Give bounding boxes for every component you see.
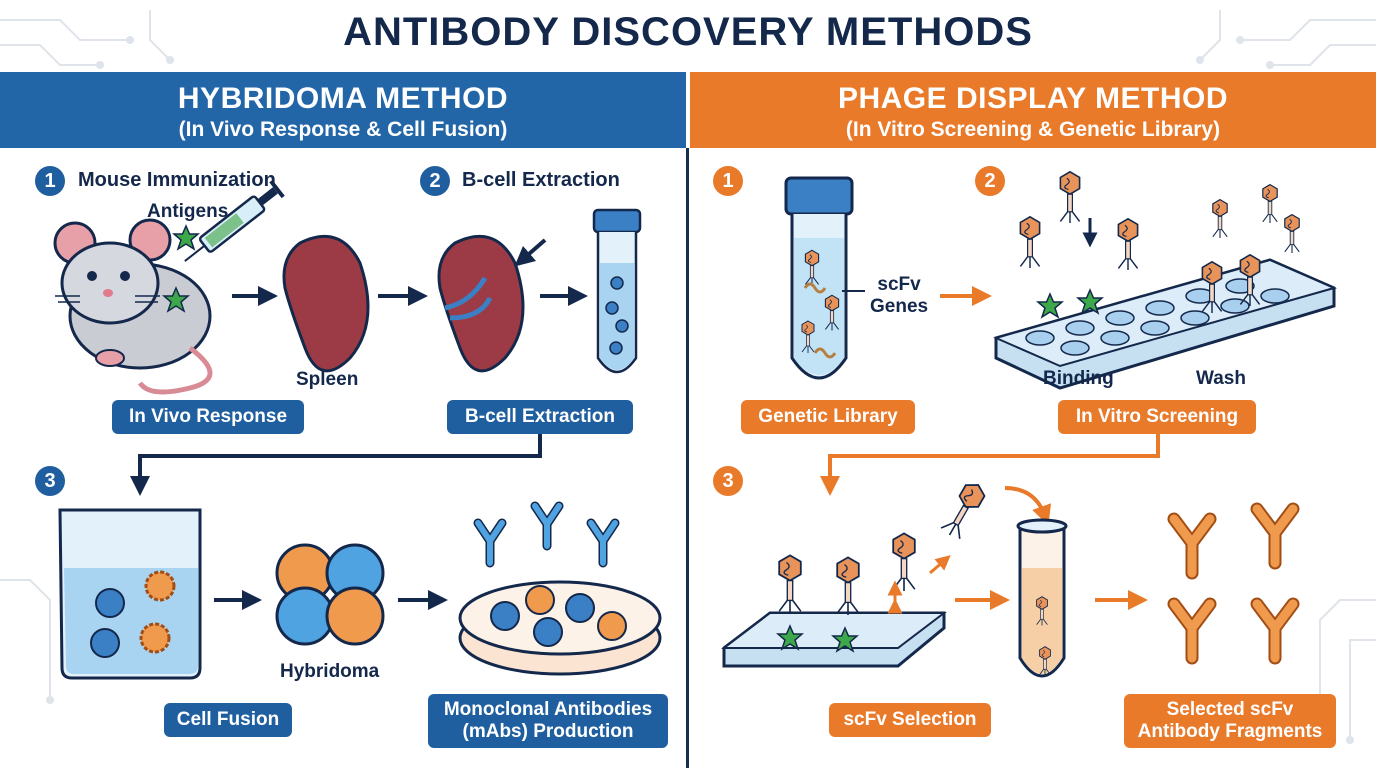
selected-scfv-line-1: Selected scFv: [1166, 699, 1294, 720]
spleen-illustration: [282, 234, 370, 373]
beaker-illustration: [58, 508, 202, 680]
hybridoma-step-1-label: Mouse Immunization: [78, 169, 276, 191]
bcell-extraction-badge: B-cell Extraction: [447, 400, 633, 434]
hybridoma-label: Hybridoma: [280, 661, 380, 682]
phage-title: PHAGE DISPLAY METHOD: [837, 82, 1229, 115]
scfv-genes-line-2: Genes: [870, 296, 929, 317]
selected-scfv-line-2: Antibody Fragments: [1137, 721, 1323, 742]
hybridoma-step-2-number: 2: [420, 166, 450, 196]
antigens-label: Antigens: [147, 201, 229, 222]
phage-subtitle: (In Vitro Screening & Genetic Library): [845, 118, 1221, 141]
hybridoma-title: HYBRIDOMA METHOD: [177, 82, 509, 115]
page-title: ANTIBODY DISCOVERY METHODS: [343, 10, 1033, 54]
in-vitro-screening-badge: In Vitro Screening: [1058, 400, 1256, 434]
phage-step-3-number: 3: [713, 466, 743, 496]
panel-divider: [686, 148, 689, 768]
syringe-illustration: [184, 179, 285, 262]
binding-label: Binding: [1043, 368, 1114, 389]
spleen-label: Spleen: [296, 369, 359, 390]
spleen-extraction-illustration: [437, 234, 525, 373]
bcell-tube-illustration: [592, 208, 642, 374]
hybridoma-cells-illustration: [275, 543, 385, 646]
mabs-line-2: (mAbs) Production: [462, 721, 634, 742]
hybridoma-header: HYBRIDOMA METHOD (In Vivo Response & Cel…: [0, 72, 686, 148]
mabs-line-1: Monoclonal Antibodies: [443, 699, 653, 720]
in-vivo-response-badge: In Vivo Response: [112, 400, 304, 434]
scfv-genes-label: scFv Genes: [870, 274, 928, 318]
scfv-selection-badge: scFv Selection: [829, 703, 991, 737]
cell-fusion-badge: Cell Fusion: [164, 703, 292, 737]
hybridoma-step-3-number: 3: [35, 466, 65, 496]
phage-header: PHAGE DISPLAY METHOD (In Vitro Screening…: [690, 72, 1376, 148]
selected-scfv-badge: Selected scFv Antibody Fragments: [1124, 694, 1336, 748]
phage-step-2-number: 2: [975, 166, 1005, 196]
mouse-illustration: [53, 218, 213, 395]
hybridoma-step-1-number: 1: [35, 166, 65, 196]
scfv-genes-line-1: scFv: [877, 274, 921, 295]
mabs-production-badge: Monoclonal Antibodies (mAbs) Production: [428, 694, 668, 748]
diagram-illustrations: [53, 171, 1337, 680]
hybridoma-step-2-label: B-cell Extraction: [462, 169, 620, 191]
hybridoma-subtitle: (In Vivo Response & Cell Fusion): [178, 118, 508, 141]
wash-label: Wash: [1196, 368, 1246, 389]
phage-step-1-number: 1: [713, 166, 743, 196]
genetic-library-badge: Genetic Library: [741, 400, 915, 434]
petri-dish-illustration: [458, 580, 662, 676]
selection-slide-illustration: [721, 611, 947, 668]
